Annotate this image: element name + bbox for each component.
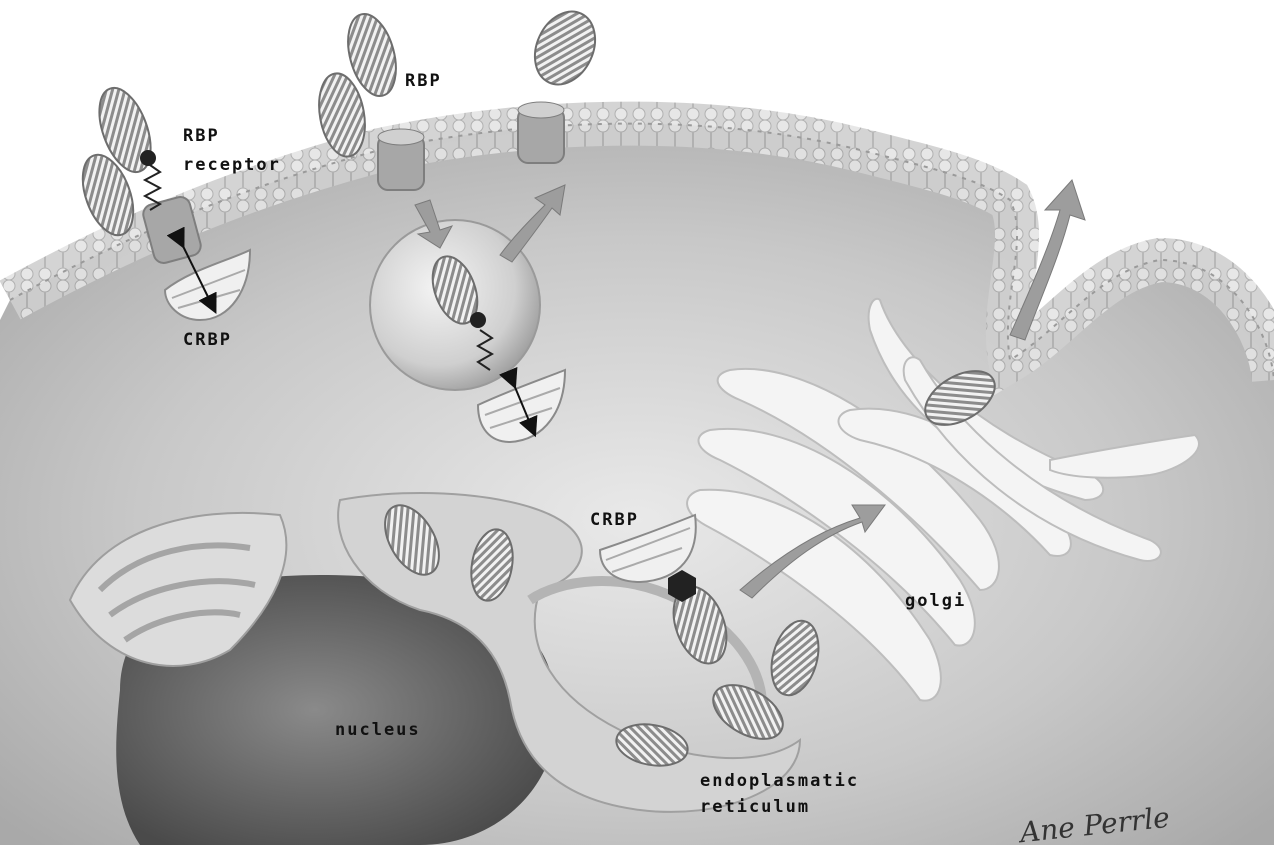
label-rbp-receptor-1: RBP — [183, 126, 220, 146]
label-rbp-top: RBP — [405, 71, 442, 91]
label-er-1: endoplasmatic — [700, 771, 859, 791]
label-nucleus: nucleus — [335, 720, 421, 740]
label-rbp-receptor-2: receptor — [183, 155, 281, 175]
retinol-dot-2 — [470, 312, 486, 328]
membrane-channel-1 — [378, 129, 424, 190]
membrane-channel-2 — [518, 102, 564, 163]
retinol-dot-1 — [140, 150, 156, 166]
label-crbp-center: CRBP — [590, 510, 639, 530]
label-golgi: golgi — [905, 591, 966, 611]
rbp-protein-3 — [524, 2, 607, 95]
label-crbp-left: CRBP — [183, 330, 232, 350]
label-er-2: reticulum — [700, 797, 810, 817]
